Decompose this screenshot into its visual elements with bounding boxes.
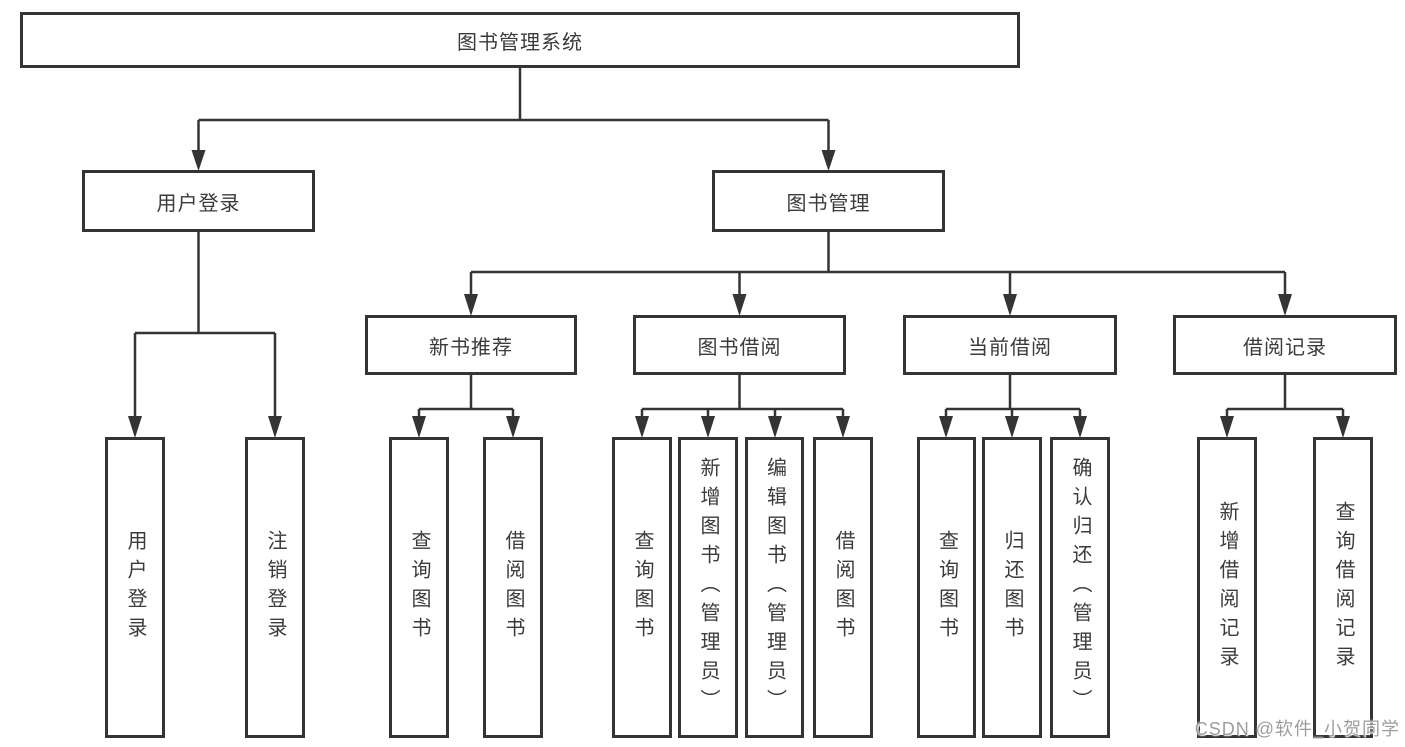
leaf-current-return-books-label: 归还图书 <box>1001 529 1023 646</box>
leaf-borrow-query-books-label: 查询图书 <box>631 529 653 646</box>
leaf-user-login: 用户登录 <box>105 437 165 738</box>
leaf-recommend-borrow-books: 借阅图书 <box>483 437 543 738</box>
node-new-book-recommend-label: 新书推荐 <box>429 336 513 359</box>
node-book-borrow: 图书借阅 <box>633 315 846 375</box>
node-library-system: 图书管理系统 <box>20 12 1020 68</box>
node-current-borrow-label: 当前借阅 <box>968 336 1052 359</box>
leaf-borrow-borrow-books: 借阅图书 <box>813 437 873 738</box>
leaf-borrow-add-books-admin-label: 新增图书（管理员） <box>697 457 719 718</box>
leaf-borrow-edit-books-admin-label: 编辑图书（管理员） <box>763 457 786 718</box>
node-user-login-label: 用户登录 <box>156 192 241 215</box>
leaf-borrow-borrow-books-label: 借阅图书 <box>832 529 854 646</box>
node-user-login: 用户登录 <box>82 170 315 232</box>
leaf-current-query-books-label: 查询图书 <box>935 529 958 646</box>
node-borrow-records: 借阅记录 <box>1173 315 1397 375</box>
leaf-current-confirm-return-admin-label: 确认归还（管理员） <box>1069 457 1091 718</box>
leaf-borrow-query-books: 查询图书 <box>612 437 672 738</box>
leaf-current-confirm-return-admin: 确认归还（管理员） <box>1050 437 1110 738</box>
node-current-borrow: 当前借阅 <box>903 315 1117 375</box>
leaf-user-login-label: 用户登录 <box>124 529 146 646</box>
leaf-recommend-query-books-label: 查询图书 <box>408 529 430 646</box>
fan-book-management <box>464 232 1292 316</box>
node-new-book-recommend: 新书推荐 <box>365 315 577 375</box>
leaf-logout-label: 注销登录 <box>264 529 286 646</box>
leaf-records-query-record: 查询借阅记录 <box>1313 437 1373 738</box>
node-book-borrow-label: 图书借阅 <box>697 336 782 359</box>
leaf-current-query-books: 查询图书 <box>917 437 976 738</box>
node-borrow-records-label: 借阅记录 <box>1243 336 1327 359</box>
fan-book-borrow <box>635 375 850 438</box>
csdn-watermark: CSDN @软件_小贺同学 <box>1194 719 1400 739</box>
leaf-recommend-query-books: 查询图书 <box>389 437 449 738</box>
fan-user-login <box>128 232 282 438</box>
fan-new-book-recommend <box>412 375 520 438</box>
leaf-logout: 注销登录 <box>245 437 305 738</box>
fan-root <box>191 68 836 171</box>
node-book-management: 图书管理 <box>712 170 945 232</box>
leaf-records-query-record-label: 查询借阅记录 <box>1332 500 1354 675</box>
leaf-current-return-books: 归还图书 <box>982 437 1042 738</box>
fan-current-borrow <box>939 375 1087 438</box>
leaf-records-add-record-label: 新增借阅记录 <box>1216 500 1238 675</box>
leaf-borrow-add-books-admin: 新增图书（管理员） <box>678 437 738 738</box>
leaf-recommend-borrow-books-label: 借阅图书 <box>502 529 524 646</box>
fan-borrow-records <box>1220 375 1350 438</box>
leaf-records-add-record: 新增借阅记录 <box>1197 437 1257 738</box>
node-library-system-label: 图书管理系统 <box>457 31 583 54</box>
leaf-borrow-edit-books-admin: 编辑图书（管理员） <box>745 437 804 738</box>
node-book-management-label: 图书管理 <box>786 192 871 215</box>
